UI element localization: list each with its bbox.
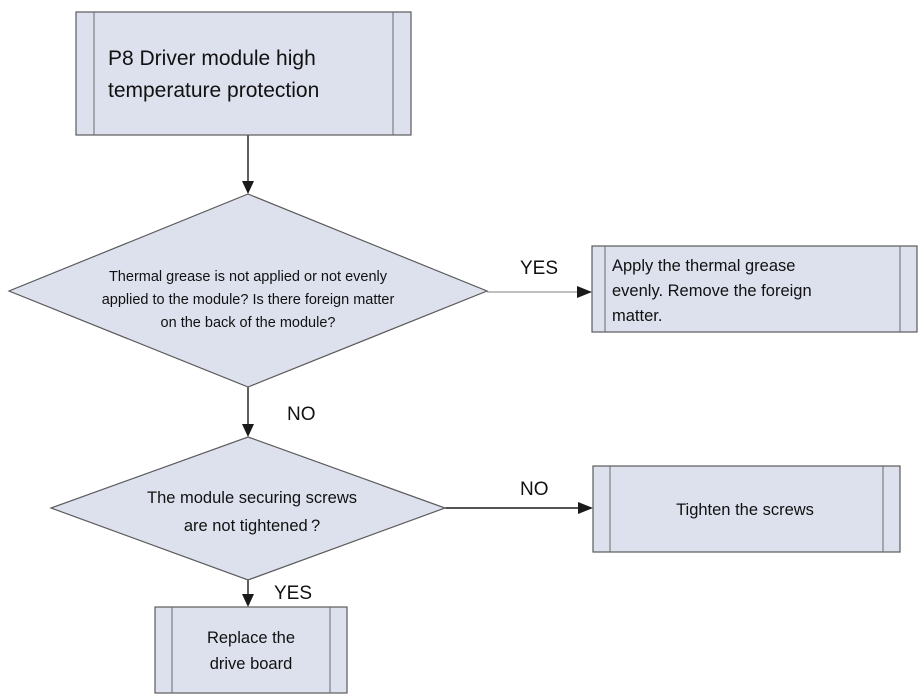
arrowhead-grease-no	[242, 424, 254, 437]
start-box-line-2: temperature protection	[108, 79, 319, 102]
tighten-screws-box: Tighten the screws	[592, 465, 901, 553]
screws-decision-line-2: are not tightened ?	[184, 517, 320, 535]
apply-grease-box: Apply the thermal grease evenly. Remove …	[591, 245, 918, 333]
apply-grease-line-3: matter.	[612, 307, 662, 325]
start-box: P8 Driver module high temperature protec…	[75, 11, 412, 136]
screws-decision-shape	[49, 436, 447, 581]
grease-decision: Thermal grease is not applied or not eve…	[7, 193, 489, 388]
label-screws-yes: YES	[274, 583, 312, 604]
label-screws-no: NO	[520, 479, 549, 500]
replace-board-line-2: drive board	[210, 655, 293, 673]
grease-decision-line-1: Thermal grease is not applied or not eve…	[109, 269, 388, 285]
label-grease-no: NO	[287, 404, 316, 425]
label-grease-yes: YES	[520, 258, 558, 279]
replace-board-box-shape	[154, 606, 348, 694]
tighten-screws-line-1: Tighten the screws	[676, 501, 814, 519]
start-box-line-1: P8 Driver module high	[108, 47, 316, 70]
start-box-shape	[75, 11, 412, 136]
replace-board-line-1: Replace the	[207, 629, 295, 647]
arrowhead-grease-yes	[577, 286, 592, 298]
grease-decision-line-2: applied to the module? Is there foreign …	[102, 292, 395, 308]
screws-decision-line-1: The module securing screws	[147, 489, 357, 507]
tighten-screws-box-shape	[592, 465, 901, 553]
arrowhead-start-to-grease-decision	[242, 181, 254, 194]
apply-grease-box-shape	[591, 245, 918, 333]
grease-decision-line-3: on the back of the module?	[161, 315, 336, 331]
arrowhead-screws-no	[578, 502, 593, 514]
connectors	[242, 135, 593, 607]
grease-decision-shape	[7, 193, 489, 388]
apply-grease-line-1: Apply the thermal grease	[612, 257, 795, 275]
replace-board-box: Replace the drive board	[154, 606, 348, 694]
screws-decision: The module securing screws are not tight…	[49, 436, 447, 581]
arrowhead-screws-yes	[242, 594, 254, 607]
apply-grease-line-2: evenly. Remove the foreign	[612, 282, 812, 300]
